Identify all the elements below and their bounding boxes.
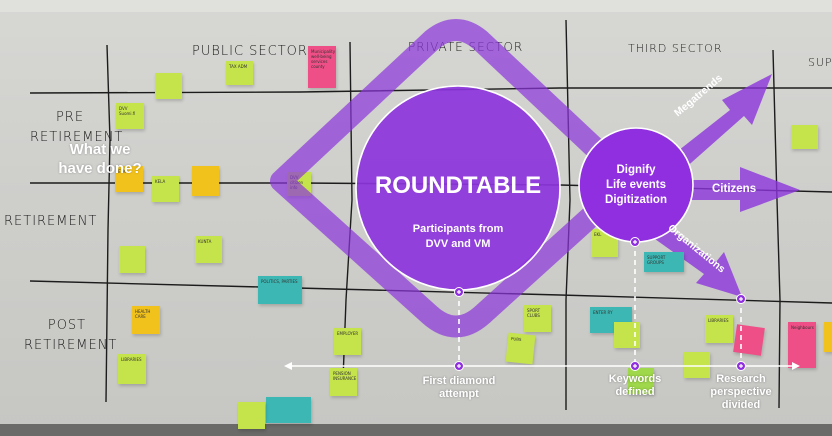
sticky-note-plain [824,322,832,352]
what-we-have-done-line1: What we [69,141,131,158]
milestone-line: defined [615,386,655,398]
plus-marker-icon [454,361,464,371]
roundtable-subtitle-line1: Participants from [412,223,504,235]
sticky-note: KUNTA [195,236,222,263]
citizens-arrow [690,167,800,212]
column-header-sup: SUP [808,56,832,69]
sticky-note-plain [266,397,311,423]
sticky-note-plain [238,402,265,429]
plus-marker-icon [454,287,464,297]
wall-strip [0,0,832,12]
sticky-note: SPORT CLUBS [524,305,551,332]
timeline-arrow-left-icon [284,362,292,370]
organizations-arrow [648,222,742,297]
plus-marker-icon [736,294,746,304]
sticky-note-plain [119,246,145,273]
sticky-note: PENSION INSURANCE [330,368,357,396]
timeline-arrow-right-icon [792,362,800,370]
milestone-keywords: Keywords defined [585,373,685,399]
milestone-line: divided [721,399,761,411]
milestone-research: Research perspective divided [691,373,791,412]
what-we-have-done-label: What we have done? [40,140,160,178]
focus-line-life-events: Life events [605,179,667,191]
milestone-line: First diamond [422,375,496,387]
megatrends-arrow [660,74,772,178]
focus-line-digitization: Digitization [605,194,667,206]
milestone-line: Keywords [608,373,662,385]
milestone-line: attempt [439,388,479,400]
milestone-line: Research [716,373,766,385]
sticky-note: Neighbours [788,322,816,368]
focus-line-dignify: Dignify [616,164,656,176]
milestone-first-diamond: First diamond attempt [399,375,519,401]
citizens-label: Citizens [712,183,757,195]
sticky-note: SUPPORT GROUPS [644,252,684,272]
sticky-note: HEALTH CARE [132,306,160,334]
sticky-note: LIBRARIES [705,315,733,343]
column-header-public: PUBLIC SECTOR [192,44,308,59]
grid-line-v1 [105,44,111,403]
sticky-note-plain [684,352,710,378]
sticky-note-plain [791,125,818,149]
row-header-post-retirement: POST RETIREMENT [24,318,118,353]
sticky-note-plain [628,368,654,394]
roundtable-subtitle: Participants from DVV and VM [356,222,560,252]
sticky-note: Municipality well-being services county [308,46,336,88]
plus-marker-icon [630,361,640,371]
sticky-note-plain [192,166,219,196]
roundtable-subtitle-line2: DVV and VM [425,238,491,250]
sticky-note: DVV Suomi.fi [116,103,144,129]
focus-circle-text: Dignify Life events Digitization [580,163,692,208]
sticky-note: LIBRARIES [118,354,146,384]
what-we-have-done-line2: have done? [58,160,142,177]
plus-marker-icon [630,237,640,247]
roundtable-title: ROUNDTABLE [374,172,542,199]
sticky-note: KELA [152,176,179,202]
grid-line-v4 [772,49,781,409]
sticky-note: POLITICS, PARTIES [258,276,302,304]
board-ledge [0,424,832,436]
row-header-pre-retirement: PRE RETIREMENT [30,110,124,145]
row-header-retirement: RETIREMENT [4,214,98,229]
sticky-note: TAX ADM [226,61,253,85]
plus-marker-icon [736,361,746,371]
column-header-third: THIRD SECTOR [628,42,723,55]
plus-markers [454,237,746,371]
sticky-note-plain [155,73,182,99]
sticky-note: ETK [115,166,143,192]
sticky-note: EMPLOYER [334,328,361,355]
milestone-line: perspective [710,386,772,398]
